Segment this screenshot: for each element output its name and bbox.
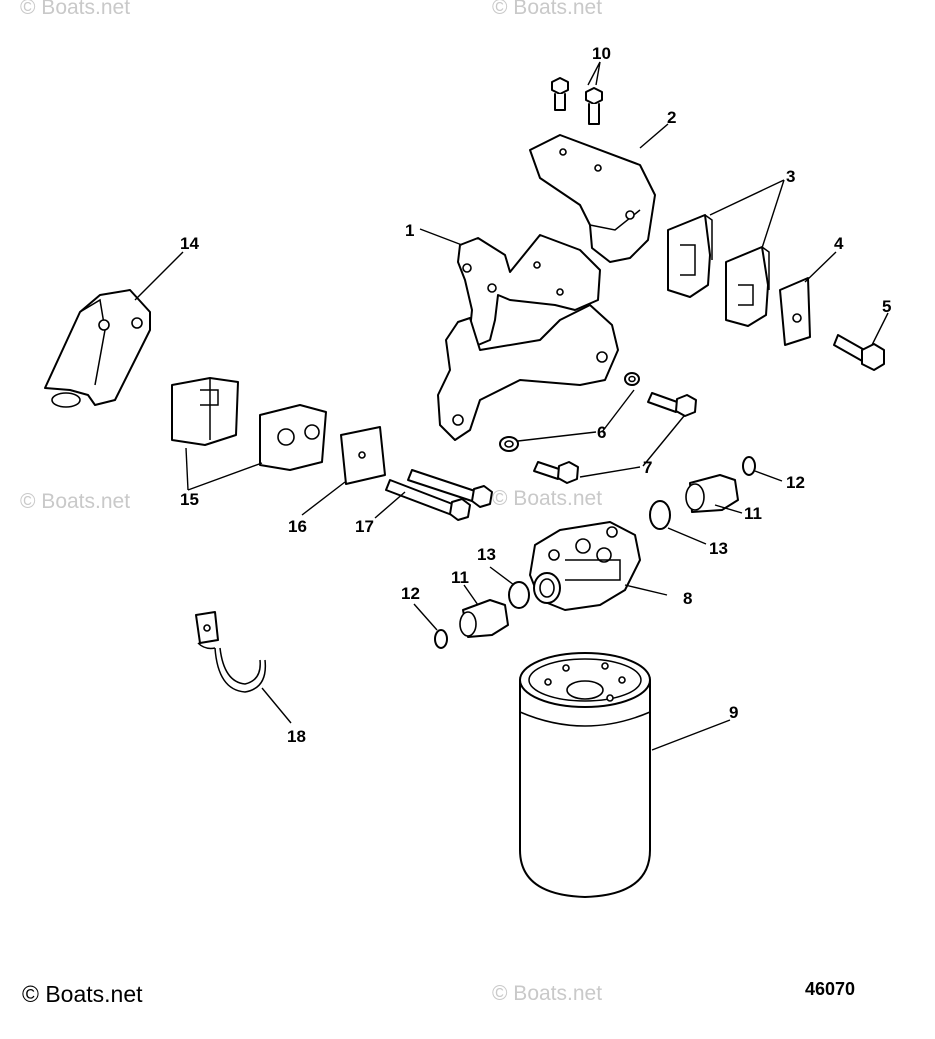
callout-13-left: 13	[477, 545, 496, 564]
part-16-plate	[340, 426, 386, 485]
callout-14: 14	[180, 234, 199, 253]
callout-11-right: 11	[744, 504, 762, 523]
watermark-top-center: © Boats.net	[492, 0, 602, 19]
callout-18: 18	[287, 727, 306, 746]
callout-7: 7	[643, 458, 652, 477]
callout-1: 1	[405, 221, 414, 240]
callout-labels: 1 2 3 4 5 6 7 8 9 10 11 11 12 12 13 13 1…	[180, 44, 891, 746]
part-9-filter-canister	[519, 652, 651, 898]
callout-17: 17	[355, 517, 374, 536]
callout-2: 2	[667, 108, 676, 127]
part-6-washers	[499, 372, 640, 452]
part-8-filter-head	[529, 521, 641, 611]
part-14-side-bracket	[44, 289, 151, 408]
part-10-bolts	[551, 77, 603, 125]
callout-6: 6	[597, 423, 606, 442]
part-12-13-orings	[434, 456, 756, 649]
callout-9: 9	[729, 703, 738, 722]
part-2-upper-bracket	[529, 134, 656, 263]
part-1-main-bracket	[437, 234, 619, 441]
part-4-plate	[779, 277, 811, 346]
watermark-top-left: © Boats.net	[20, 0, 130, 19]
callout-3: 3	[786, 167, 795, 186]
callout-12-left: 12	[401, 584, 420, 603]
copyright-text: © Boats.net	[22, 981, 143, 1007]
part-17-bolts	[385, 469, 493, 521]
callout-11-left: 11	[451, 568, 469, 587]
watermark-mid-center: © Boats.net	[492, 487, 602, 510]
watermark-bottom-center: © Boats.net	[492, 982, 602, 1005]
callout-12-right: 12	[786, 473, 805, 492]
callout-4: 4	[834, 234, 844, 253]
leader-lines	[134, 61, 889, 751]
part-3-isolator-blocks	[667, 214, 770, 327]
callout-13-right: 13	[709, 539, 728, 558]
callout-5: 5	[882, 297, 891, 316]
watermark-mid-left: © Boats.net	[20, 490, 130, 513]
callout-16: 16	[288, 517, 307, 536]
part-5-bolt	[833, 334, 885, 371]
callout-15: 15	[180, 490, 199, 509]
part-18-clamp	[195, 611, 267, 693]
callout-8: 8	[683, 589, 692, 608]
part-11-fittings	[459, 474, 739, 638]
callout-10: 10	[592, 44, 611, 63]
figure-number: 46070	[805, 979, 855, 999]
part-7-bolts	[533, 392, 697, 484]
part-15-isolator-blocks	[171, 377, 327, 471]
